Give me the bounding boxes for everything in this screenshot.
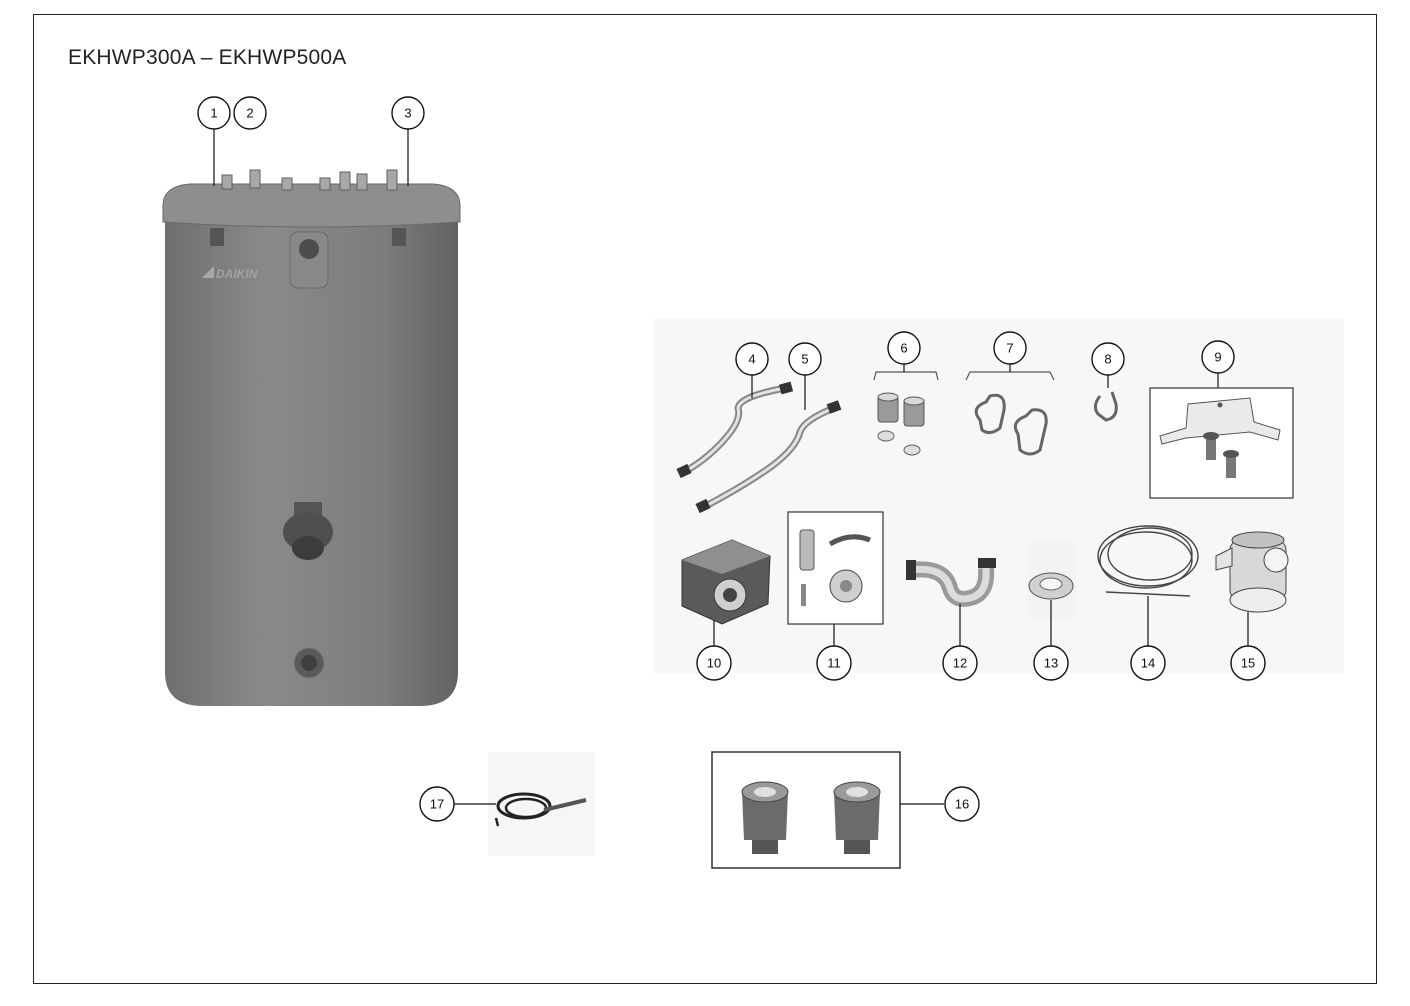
callout-8: 8	[1091, 342, 1125, 376]
temperature-sensor	[488, 752, 594, 856]
callout-4: 4	[735, 342, 769, 376]
callout-1: 1	[197, 96, 231, 130]
callout-17: 17	[419, 786, 455, 822]
callout-7: 7	[993, 331, 1027, 365]
svg-text:2: 2	[246, 106, 253, 121]
svg-text:8: 8	[1104, 352, 1111, 367]
svg-text:11: 11	[827, 656, 841, 671]
page-title: EKHWP300A – EKHWP500A	[68, 46, 347, 69]
svg-text:15: 15	[1241, 656, 1255, 671]
valve-actuator	[681, 539, 771, 625]
sensor-cable	[1097, 525, 1199, 597]
svg-text:9: 9	[1214, 350, 1221, 365]
callout-5: 5	[788, 342, 822, 376]
adapter-fittings	[877, 392, 925, 456]
svg-text:12: 12	[953, 656, 967, 671]
svg-text:4: 4	[748, 352, 755, 367]
callout-12: 12	[942, 645, 978, 681]
single-clip	[1093, 391, 1118, 422]
bend-pipe	[906, 558, 996, 607]
diagram-frame	[33, 14, 1377, 984]
svg-text:7: 7	[1006, 341, 1013, 356]
svg-text:3: 3	[404, 106, 411, 121]
callout-2: 2	[233, 96, 267, 130]
callout-11: 11	[816, 645, 852, 681]
svg-text:1: 1	[210, 106, 217, 121]
callout-16: 16	[944, 786, 980, 822]
svg-text:10: 10	[707, 656, 721, 671]
svg-text:17: 17	[430, 797, 444, 812]
callout-10: 10	[696, 645, 732, 681]
svg-text:14: 14	[1141, 656, 1155, 671]
accessory-kit	[799, 529, 871, 606]
brand-logo: DAIKIN	[216, 267, 258, 281]
callout-3: 3	[391, 96, 425, 130]
svg-text:16: 16	[955, 797, 969, 812]
pipe-clips	[974, 393, 1048, 456]
callout-15: 15	[1230, 645, 1266, 681]
sealing-ring	[1028, 542, 1076, 618]
svg-text:5: 5	[801, 352, 808, 367]
three-way-valve	[1215, 531, 1289, 613]
callout-14: 14	[1130, 645, 1166, 681]
threaded-adapters	[741, 781, 881, 854]
storage-tank: DAIKIN	[162, 169, 461, 706]
mounting-bracket	[1159, 397, 1281, 478]
svg-text:13: 13	[1044, 656, 1058, 671]
callout-6: 6	[887, 331, 921, 365]
svg-text:6: 6	[900, 341, 907, 356]
callout-9: 9	[1201, 340, 1235, 374]
callout-13: 13	[1033, 645, 1069, 681]
flexible-pipes	[676, 381, 842, 514]
